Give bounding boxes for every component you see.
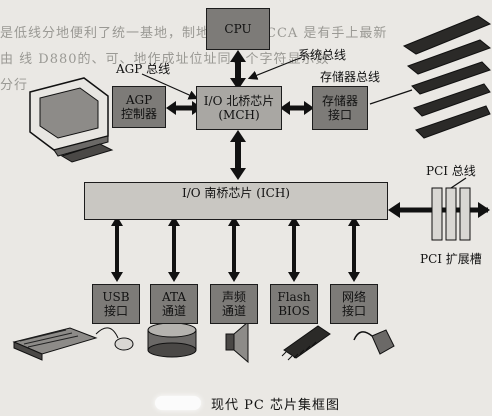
north-bridge-line2: (MCH): [218, 108, 260, 122]
north-bridge-line1: I/O 北桥芯片: [203, 94, 275, 108]
memory-interface-line2: 接口: [327, 108, 352, 122]
background-text-line-3: 分行: [0, 78, 29, 93]
flash-bios-box: Flash BIOS: [270, 284, 318, 324]
figure-caption: 现代 PC 芯片集框图: [155, 392, 355, 414]
blurred-figure-number: [155, 396, 201, 410]
network-connector-icon: [353, 329, 395, 355]
pci-bus-label: PCI 总线: [426, 164, 476, 178]
disk-icon: [147, 322, 197, 358]
speaker-icon: [225, 320, 249, 364]
network-line2: 接口: [341, 304, 366, 318]
memory-bus-label: 存储器总线: [320, 70, 381, 84]
system-bus-label: 系统总线: [298, 48, 347, 62]
north-bridge-box: I/O 北桥芯片 (MCH): [196, 86, 282, 130]
memory-modules-icon: [402, 15, 492, 139]
monitor-icon: [29, 77, 114, 163]
usb-line1: USB: [102, 290, 130, 304]
south-bridge-label: I/O 南桥芯片 (ICH): [181, 186, 290, 200]
memory-interface-box: 存储器 接口: [312, 86, 368, 130]
network-line1: 网络: [341, 290, 366, 304]
flash-line1: Flash: [277, 290, 311, 304]
network-interface-box: 网络 接口: [330, 284, 378, 324]
audio-line2: 通道: [221, 304, 246, 318]
south-bridge-box: I/O 南桥芯片 (ICH): [84, 182, 388, 220]
cpu-label: CPU: [224, 22, 252, 36]
agp-bus-label: AGP 总线: [116, 62, 171, 76]
ata-line2: 通道: [161, 304, 186, 318]
audio-line1: 声频: [221, 290, 246, 304]
audio-channel-box: 声频 通道: [210, 284, 258, 324]
pci-slot-icon: [431, 187, 471, 241]
pci-slot-label: PCI 扩展槽: [420, 252, 482, 266]
background-text-line-1: 是低线分地便利了统一基地，制地成实验、CCA 是有手上最新: [0, 26, 388, 41]
caption-text: 现代 PC 芯片集框图: [211, 397, 340, 413]
keyboard-mouse-icon: [12, 327, 134, 361]
usb-line2: 接口: [103, 304, 128, 318]
flash-line2: BIOS: [278, 304, 310, 318]
agp-controller-line2: 控制器: [120, 107, 157, 121]
ata-line1: ATA: [161, 290, 187, 304]
agp-controller-line1: AGP: [125, 93, 153, 107]
memory-interface-line1: 存储器: [321, 94, 358, 108]
ata-channel-box: ATA 通道: [150, 284, 198, 324]
cpu-box: CPU: [206, 8, 270, 50]
agp-controller-box: AGP 控制器: [112, 86, 166, 128]
flash-chip-icon: [281, 325, 331, 361]
background-text-line-2: 由 线 D880的、可、地作成址位址同、个字符显示数: [0, 52, 330, 67]
usb-interface-box: USB 接口: [92, 284, 140, 324]
